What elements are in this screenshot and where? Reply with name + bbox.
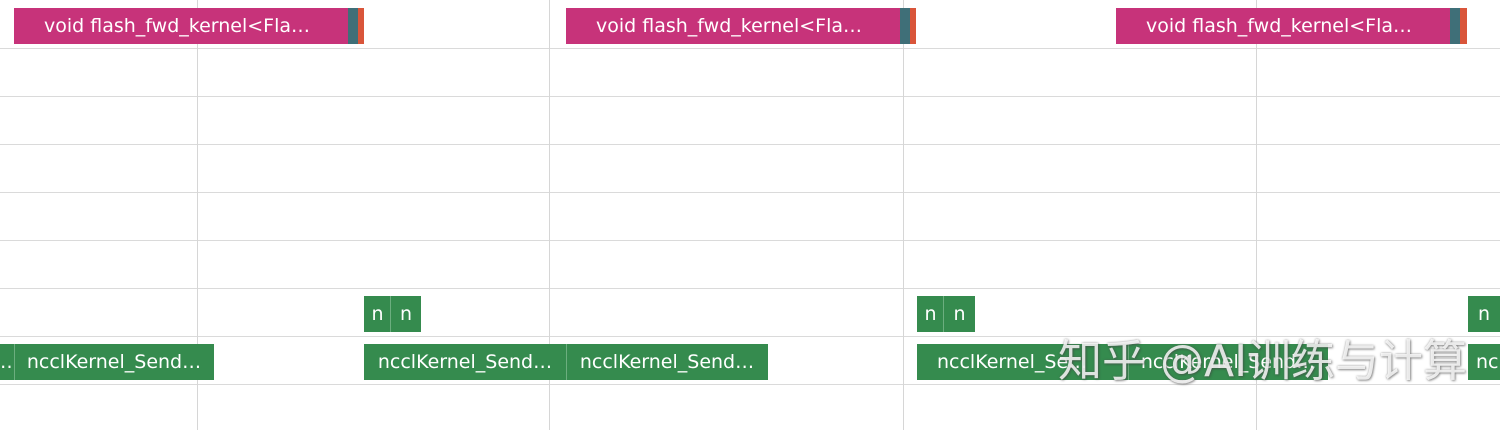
slice-divider (943, 296, 944, 332)
flash-fwd-kernel-slice[interactable]: void flash_fwd_kernel<Flas… (14, 8, 348, 44)
time-gridline (903, 0, 904, 430)
track-gridline (0, 144, 1500, 145)
nccl-small-slice[interactable]: n (391, 296, 421, 332)
track-gridline (0, 192, 1500, 193)
flash-fwd-kernel-slice[interactable]: void flash_fwd_kernel<Flas… (1116, 8, 1450, 44)
kernel-tail-slice[interactable] (358, 8, 364, 44)
track-gridline (0, 240, 1500, 241)
watermark: 知乎 @AI训练与计算 (1058, 336, 1468, 387)
nccl-send-slice[interactable]: ncclKernel_Send… (1128, 344, 1328, 380)
track-gridline (0, 48, 1500, 49)
track-gridline (0, 288, 1500, 289)
nccl-send-slice[interactable]: ncclKernel_Send… (14, 344, 214, 380)
nccl-small-slice[interactable]: n (364, 296, 391, 332)
time-gridline (197, 0, 198, 430)
time-gridline (1256, 0, 1257, 430)
time-gridline (549, 0, 550, 430)
slice-divider (390, 296, 391, 332)
nccl-send-slice[interactable]: … (0, 344, 14, 380)
kernel-tail-slice[interactable] (1450, 8, 1460, 44)
kernel-tail-slice[interactable] (910, 8, 916, 44)
kernel-tail-slice[interactable] (348, 8, 358, 44)
nccl-send-slice[interactable]: ncclKernel_Send… (566, 344, 768, 380)
slice-divider (14, 344, 15, 380)
track-gridline (0, 384, 1500, 385)
nccl-send-slice[interactable]: ncclKernel_Send… (364, 344, 566, 380)
nccl-small-slice[interactable]: n (1468, 296, 1500, 332)
slice-divider (1128, 344, 1129, 380)
track-gridline (0, 96, 1500, 97)
kernel-tail-slice[interactable] (900, 8, 910, 44)
nccl-send-slice[interactable]: nc (1468, 344, 1500, 380)
slice-divider (566, 344, 567, 380)
nccl-small-slice[interactable]: n (917, 296, 944, 332)
track-gridline (0, 336, 1500, 337)
flash-fwd-kernel-slice[interactable]: void flash_fwd_kernel<Flas… (566, 8, 900, 44)
nccl-small-slice[interactable]: n (944, 296, 975, 332)
nccl-send-slice[interactable]: ncclKernel_Se… (917, 344, 1128, 380)
kernel-tail-slice[interactable] (1460, 8, 1467, 44)
